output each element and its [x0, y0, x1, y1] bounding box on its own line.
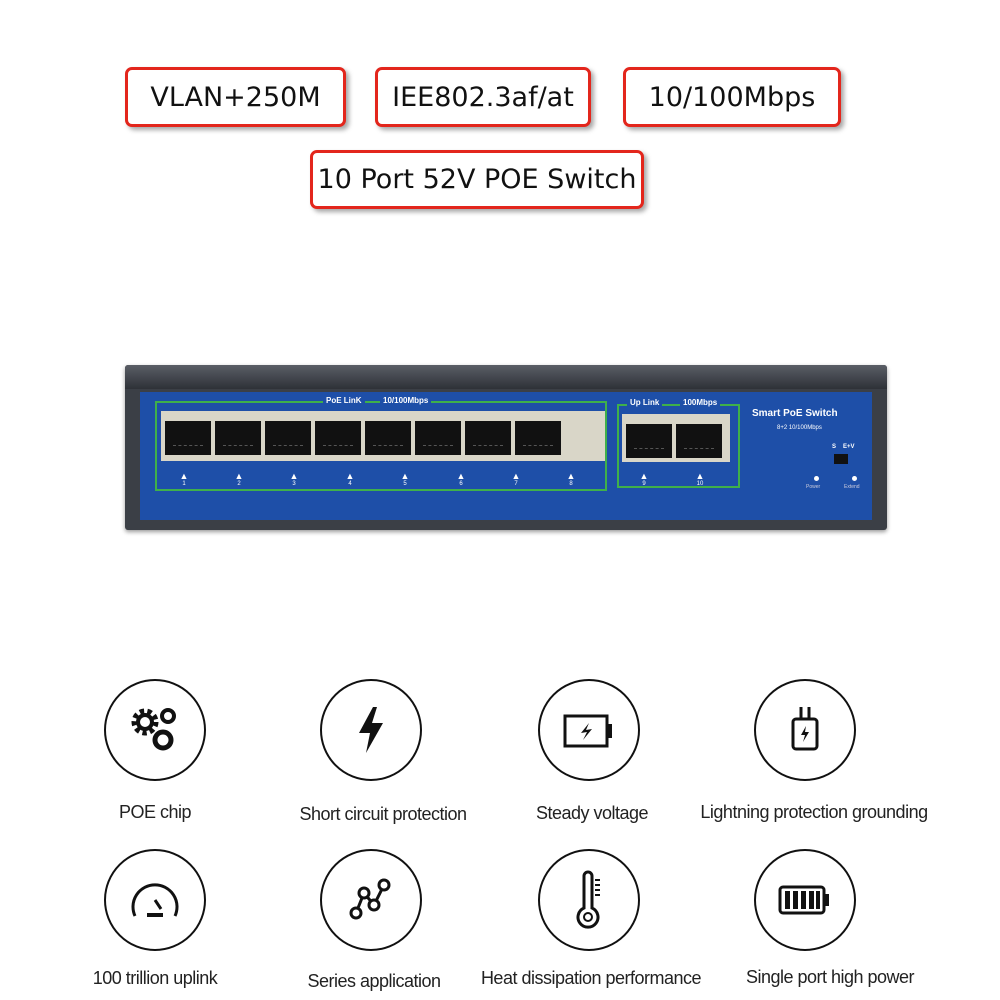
- ethernet-port-5: [365, 415, 411, 455]
- switch-front-panel: PoE LinK 10/100Mbps Up Link 100Mbps 1 2 …: [140, 392, 872, 520]
- port-number: 6: [451, 472, 471, 487]
- port-number: 10: [690, 472, 710, 487]
- poe-ports: [161, 411, 605, 461]
- poe-link-label: PoE LinK: [323, 396, 365, 405]
- feature-heat-dissipation: [538, 849, 640, 951]
- battery-bolt-icon: [563, 714, 612, 748]
- feature-label: Single port high power: [745, 967, 915, 987]
- uplink-group-frame: [617, 404, 740, 488]
- switch-label-ev: E+V: [843, 444, 855, 450]
- feature-label: Steady voltage: [535, 803, 649, 823]
- feature-label: POE chip: [118, 802, 192, 822]
- badge-ieee: IEE802.3af/at: [375, 67, 591, 127]
- ethernet-port-9: [626, 418, 672, 458]
- uplink-label: Up Link: [627, 398, 663, 407]
- ethernet-port-3: [265, 415, 311, 455]
- uplink-speed-label: 100Mbps: [680, 398, 721, 407]
- switch-top-edge: [125, 365, 887, 389]
- port-number: 8: [561, 472, 581, 487]
- feature-poe-chip: [104, 679, 206, 781]
- brand-subtitle: 8+2 10/100Mbps: [777, 425, 822, 431]
- badge-title: 10 Port 52V POE Switch: [310, 150, 644, 209]
- ethernet-port-6: [415, 415, 461, 455]
- mode-toggle-switch: [834, 454, 848, 464]
- badge-vlan: VLAN+250M: [125, 67, 346, 127]
- nodes-icon: [349, 878, 391, 920]
- extend-led: [852, 476, 857, 481]
- feature-label: Series application: [307, 971, 441, 991]
- feature-series: [320, 849, 422, 951]
- feature-short-circuit: [320, 679, 422, 781]
- uplink-ports: [622, 414, 730, 462]
- extend-led-label: Extend: [844, 484, 860, 490]
- badge-speed: 10/100Mbps: [623, 67, 841, 127]
- ethernet-port-1: [165, 415, 211, 455]
- poe-switch-image: PoE LinK 10/100Mbps Up Link 100Mbps 1 2 …: [125, 365, 887, 530]
- brand-title: Smart PoE Switch: [752, 408, 838, 419]
- port-number: 5: [395, 472, 415, 487]
- feature-uplink: [104, 849, 206, 951]
- feature-lightning-protection: [754, 679, 856, 781]
- feature-single-port-power: [754, 849, 856, 951]
- switch-label-s: S: [832, 444, 837, 450]
- port-number: 3: [284, 472, 304, 487]
- feature-label: Lightning protection grounding: [700, 802, 928, 822]
- power-led-label: Power: [806, 484, 821, 490]
- feature-label: 100 trillion uplink: [92, 968, 218, 988]
- poe-speed-label: 10/100Mbps: [380, 396, 432, 405]
- ethernet-port-4: [315, 415, 361, 455]
- feature-label: Heat dissipation performance: [480, 968, 702, 988]
- gears-icon: [131, 708, 176, 751]
- port-number: 1: [174, 472, 194, 487]
- ethernet-port-8: [515, 415, 561, 455]
- lightning-icon: [359, 707, 383, 753]
- feature-steady-voltage: [538, 679, 640, 781]
- port-number: 2: [229, 472, 249, 487]
- port-number: 7: [506, 472, 526, 487]
- port-number: 9: [634, 472, 654, 487]
- speedometer-icon: [131, 883, 179, 917]
- full-battery-icon: [778, 885, 829, 915]
- ethernet-port-10: [676, 418, 722, 458]
- ethernet-port-7: [465, 415, 511, 455]
- power-led: [814, 476, 819, 481]
- ethernet-port-2: [215, 415, 261, 455]
- feature-label: Short circuit protection: [299, 804, 467, 824]
- port-number: 4: [340, 472, 360, 487]
- thermometer-icon: [576, 870, 600, 929]
- charger-plug-icon: [791, 707, 819, 751]
